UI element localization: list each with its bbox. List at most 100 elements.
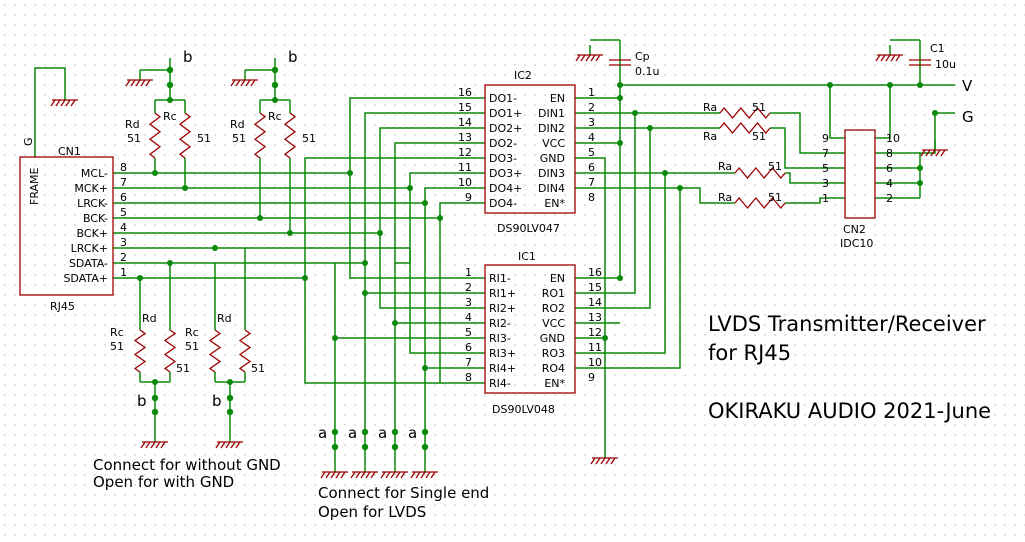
ground-hatch bbox=[920, 149, 926, 157]
gnd-note-1: Connect for without GND bbox=[93, 456, 281, 474]
junction-dot bbox=[302, 275, 308, 281]
ic1-pin-name: EN bbox=[550, 272, 565, 285]
ground-hatch bbox=[55, 99, 61, 107]
cn2-pin-number: 8 bbox=[886, 147, 893, 160]
junction-dot bbox=[827, 82, 833, 88]
resistor bbox=[719, 121, 771, 135]
resistor-body bbox=[719, 121, 771, 135]
junction-dot bbox=[377, 230, 383, 236]
terminal-dot bbox=[271, 66, 279, 74]
junction-dot bbox=[617, 140, 623, 146]
ic2-pin-number: 6 bbox=[588, 161, 595, 174]
ic2-ref: IC2 bbox=[514, 69, 532, 82]
resistor-ref: Rd bbox=[142, 312, 157, 325]
ground-hatch bbox=[155, 441, 161, 449]
junction-dot bbox=[347, 170, 353, 176]
strap-label-b: b bbox=[288, 48, 298, 66]
ic1-pin-number: 2 bbox=[465, 281, 472, 294]
resistor-body bbox=[734, 166, 786, 180]
ground-hatch bbox=[935, 149, 941, 157]
strap-label-a: a bbox=[378, 424, 387, 442]
cn1-ground-label: G bbox=[22, 137, 35, 146]
ground-hatch bbox=[425, 471, 431, 479]
ic2-pin-number: 13 bbox=[458, 131, 472, 144]
terminal-dot bbox=[166, 66, 174, 74]
ic1-pin-name: RI3+ bbox=[489, 347, 516, 360]
cn1-frame-label: FRAME bbox=[28, 167, 41, 205]
ground-hatch bbox=[225, 441, 231, 449]
ic1-pin-name: RI2+ bbox=[489, 302, 516, 315]
wire bbox=[875, 85, 891, 139]
cn1-pin-number: 7 bbox=[120, 176, 127, 189]
ic2-pin-number: 12 bbox=[458, 146, 472, 159]
ground-hatch bbox=[385, 471, 391, 479]
junction-dot bbox=[152, 379, 158, 385]
ic1-pin-number: 6 bbox=[465, 341, 472, 354]
resistor-value: 51 bbox=[302, 132, 316, 145]
resistor bbox=[719, 106, 771, 120]
ground-symbol bbox=[320, 462, 348, 479]
ic2-pin-number: 3 bbox=[588, 116, 595, 129]
junction-dot bbox=[227, 379, 233, 385]
ground-hatch bbox=[885, 54, 891, 62]
resistor-value: 51 bbox=[127, 132, 141, 145]
cn1-pin-name: LRCK- bbox=[77, 197, 108, 210]
wire bbox=[409, 172, 485, 188]
ic1-pin-number: 16 bbox=[588, 266, 602, 279]
ground-hatch bbox=[395, 471, 401, 479]
ground-symbol bbox=[875, 45, 903, 62]
ic1-ref: IC1 bbox=[518, 250, 536, 263]
ic1-pin-name: EN* bbox=[544, 377, 565, 390]
ic2-pin-number: 1 bbox=[588, 86, 595, 99]
wire bbox=[575, 157, 606, 448]
ground-hatch bbox=[235, 79, 241, 87]
ground-hatch bbox=[220, 441, 226, 449]
resistor bbox=[163, 329, 177, 373]
resistor-body bbox=[208, 329, 222, 373]
junction-dot bbox=[362, 260, 368, 266]
junction-dot bbox=[167, 260, 173, 266]
wire bbox=[379, 127, 485, 233]
ground-symbol bbox=[215, 432, 243, 449]
ground-symbol bbox=[380, 462, 408, 479]
ic2-pin-name: DIN2 bbox=[538, 122, 565, 135]
ground-hatch bbox=[420, 471, 426, 479]
capacitor bbox=[909, 59, 931, 66]
junction-dot bbox=[422, 365, 428, 371]
ic2-pin-number: 8 bbox=[588, 191, 595, 204]
ground-symbol bbox=[50, 90, 78, 107]
wire bbox=[680, 187, 735, 204]
cn2-pin-number: 9 bbox=[822, 132, 829, 145]
ic2-pin-number: 9 bbox=[465, 191, 472, 204]
ground-hatch bbox=[230, 441, 236, 449]
junction-dot bbox=[932, 110, 938, 116]
ic2-pin-name: DO4- bbox=[489, 197, 517, 210]
cp-value: 0.1u bbox=[635, 65, 659, 78]
ic1-pin-name: RO3 bbox=[542, 347, 565, 360]
strap-label-a: a bbox=[408, 424, 417, 442]
terminal-dot bbox=[226, 394, 234, 402]
ic1-pin-name: GND bbox=[540, 332, 565, 345]
cn1-pin-number: 3 bbox=[120, 236, 127, 249]
ground-hatch bbox=[330, 471, 336, 479]
cn2-ref: CN2 bbox=[843, 223, 866, 236]
wire bbox=[364, 112, 485, 263]
ic2-pin-number: 14 bbox=[458, 116, 472, 129]
terminal-dot bbox=[151, 408, 159, 416]
resistor-ref: Rd bbox=[217, 312, 232, 325]
ground-hatch bbox=[235, 441, 241, 449]
junction-dot bbox=[152, 170, 158, 176]
ground-hatch bbox=[250, 79, 256, 87]
ic1-pin-name: RO1 bbox=[542, 287, 565, 300]
junction-dot bbox=[407, 185, 413, 191]
ic2-pin-name: GND bbox=[540, 152, 565, 165]
ground-hatch bbox=[925, 149, 931, 157]
ic2-pin-number: 5 bbox=[588, 146, 595, 159]
cn1-pin-name: SDATA+ bbox=[63, 272, 108, 285]
ground-hatch bbox=[145, 79, 151, 87]
ground-hatch bbox=[590, 54, 596, 62]
wire bbox=[379, 233, 485, 309]
ground-hatch bbox=[140, 79, 146, 87]
ground-hatch bbox=[575, 54, 581, 62]
ground-hatch bbox=[50, 99, 56, 107]
